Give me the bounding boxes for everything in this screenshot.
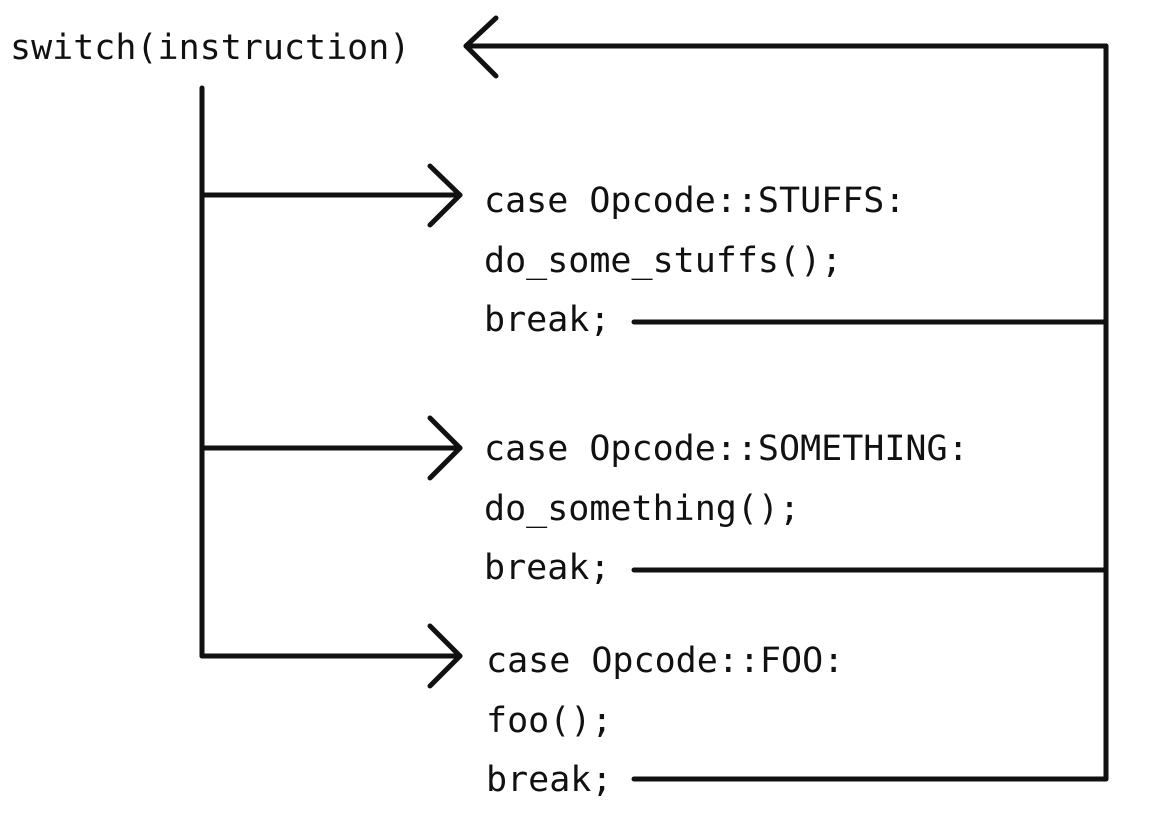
case-block-stuffs: case Opcode::STUFFS: do_some_stuffs(); b…: [199, 163, 1109, 340]
case-block-foo: case Opcode::FOO: foo(); break;: [199, 623, 1109, 800]
return-arrowhead-icon: [463, 15, 499, 79]
dispatch-arrowhead-icon: [427, 415, 463, 481]
case-block-something: case Opcode::SOMETHING: do_something(); …: [199, 415, 1109, 588]
break-statement: break;: [484, 548, 610, 588]
dispatch-arrowhead-icon: [427, 623, 463, 689]
case-body: do_something();: [484, 489, 800, 529]
switch-label: switch(instruction): [10, 28, 410, 68]
case-label: case Opcode::STUFFS:: [484, 181, 905, 221]
case-label: case Opcode::FOO:: [486, 641, 844, 681]
break-statement: break;: [484, 300, 610, 340]
dispatch-arrowhead-icon: [427, 163, 463, 228]
case-body: do_some_stuffs();: [484, 241, 842, 281]
case-label: case Opcode::SOMETHING:: [484, 429, 969, 469]
case-body: foo();: [486, 701, 612, 741]
break-statement: break;: [486, 760, 612, 800]
